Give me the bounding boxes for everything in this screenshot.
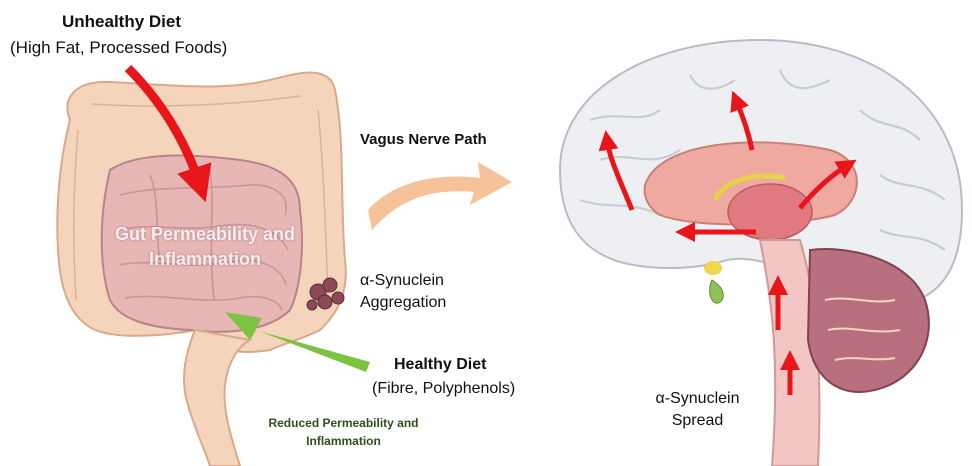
healthy-diet-subtitle: (Fibre, Polyphenols) — [372, 380, 515, 398]
synuclein-spread-label: α-Synuclein Spread — [650, 388, 745, 432]
brain-illustration — [560, 40, 962, 466]
gut-permeability-label: Gut Permeability and Inflammation — [105, 222, 305, 272]
synuclein-aggregation-label: α-Synuclein Aggregation — [360, 270, 470, 314]
unhealthy-diet-title: Unhealthy Diet — [62, 12, 181, 32]
hypothalamus — [704, 261, 722, 275]
healthy-diet-title: Healthy Diet — [394, 356, 486, 374]
unhealthy-diet-subtitle: (High Fat, Processed Foods) — [10, 38, 227, 58]
reduced-permeability-label: Reduced Permeability and Inflammation — [256, 414, 431, 450]
vagus-nerve-arrow — [368, 162, 512, 230]
pituitary — [710, 280, 724, 303]
vagus-nerve-label: Vagus Nerve Path — [360, 131, 487, 148]
